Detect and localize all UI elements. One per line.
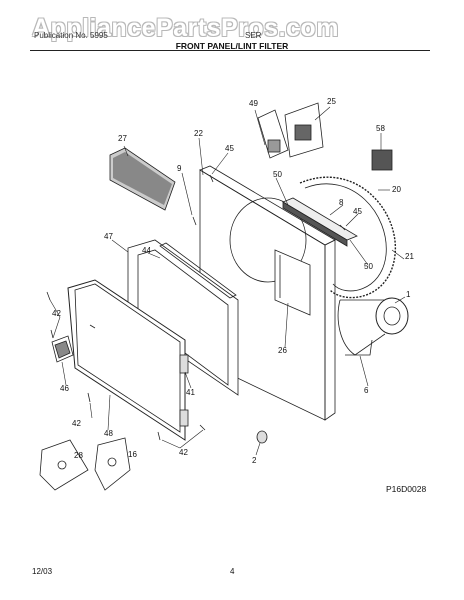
callout-27: 27: [118, 134, 127, 143]
callout-50-top: 50: [273, 170, 282, 179]
publication-label: Publication No. 5995: [34, 31, 108, 40]
callout-22: 22: [194, 129, 203, 138]
callout-2: 2: [252, 456, 257, 465]
knob-part: [256, 430, 268, 444]
callout-26: 26: [278, 346, 287, 355]
callout-28: 28: [74, 451, 83, 460]
model-label: SER: [245, 31, 262, 40]
callout-49: 49: [249, 99, 258, 108]
callout-48: 48: [104, 429, 113, 438]
callout-9: 9: [177, 164, 182, 173]
callout-42-left: 42: [52, 309, 61, 318]
callout-16: 16: [128, 450, 137, 459]
callout-1: 1: [406, 290, 411, 299]
drum-seal-part: [299, 176, 397, 299]
leader-lines: [49, 106, 406, 456]
callout-25: 25: [327, 97, 336, 106]
footer-page-number: 4: [230, 567, 235, 576]
callout-6: 6: [364, 386, 369, 395]
callout-50-bottom: 50: [364, 262, 373, 271]
lint-duct-part: [274, 249, 311, 316]
callout-46: 46: [60, 384, 69, 393]
switch-part: [257, 102, 324, 159]
door-part: [67, 279, 186, 441]
callout-21: 21: [405, 252, 414, 261]
footer-date: 12/03: [32, 567, 53, 576]
callout-58: 58: [376, 124, 385, 133]
callout-20: 20: [392, 185, 401, 194]
panel-27-part: [109, 147, 176, 211]
clip-16-part: [94, 437, 131, 491]
lint-filter-part: [282, 197, 358, 247]
exhaust-duct-part: [337, 297, 409, 356]
sensor-part: [371, 149, 393, 171]
title-rule: [30, 50, 430, 51]
callout-42-bottom-left: 42: [72, 419, 81, 428]
callout-45-right: 45: [353, 207, 362, 216]
callout-8: 8: [339, 198, 344, 207]
page-title: FRONT PANEL/LINT FILTER: [175, 41, 289, 51]
clip-28-part: [39, 439, 89, 491]
callout-45-top: 45: [225, 144, 234, 153]
screws: [46, 174, 346, 441]
callout-41: 41: [186, 388, 195, 397]
callout-42-bottom-right: 42: [179, 448, 188, 457]
diagram-code: P16D0028: [386, 484, 427, 494]
callout-44: 44: [142, 246, 151, 255]
bracket-part: [51, 335, 74, 363]
watermark: AppliancePartsPros.com: [32, 14, 339, 42]
hinge-part: [179, 354, 189, 427]
callout-47: 47: [104, 232, 113, 241]
